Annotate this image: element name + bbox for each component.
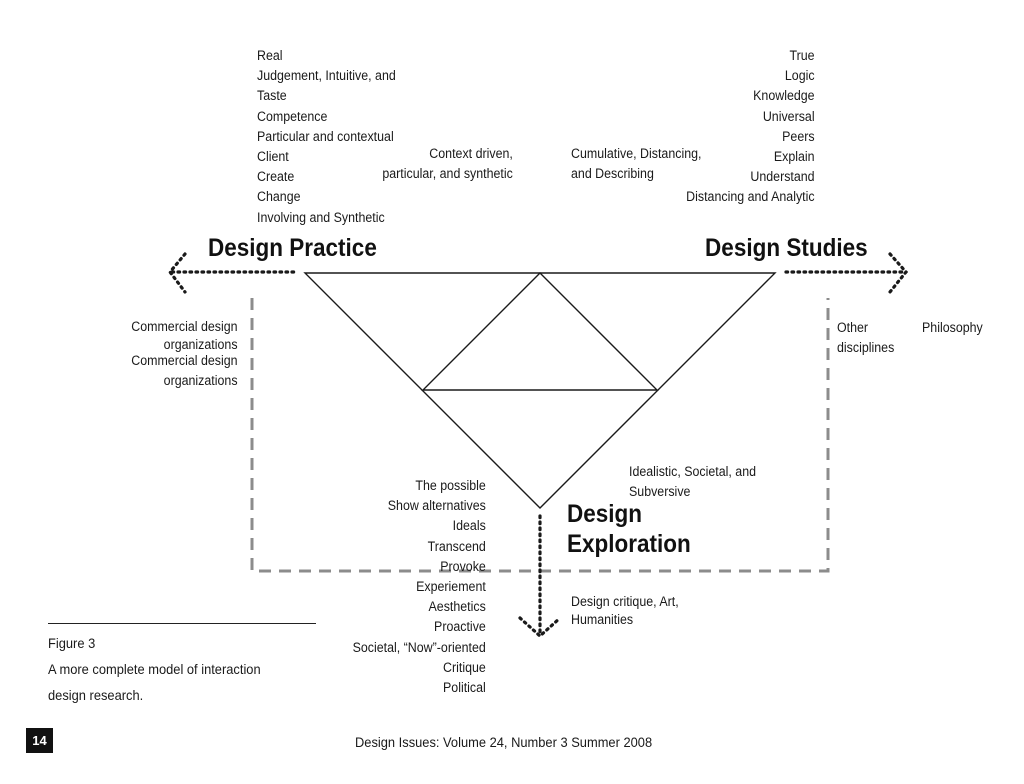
studies-inner-label: Cumulative, Distancing, and Describing <box>571 144 701 184</box>
practice-inner-label: Context driven, particular, and syntheti… <box>383 144 513 184</box>
heading-design-studies: Design Studies <box>705 234 868 262</box>
right-side-philosophy: Philosophy <box>922 320 983 335</box>
left-side-labels: Commercial design organizations Commerci… <box>132 318 238 390</box>
list-item: Idealistic, Societal, and <box>629 464 757 479</box>
heading-design-practice: Design Practice <box>208 234 377 262</box>
list-item: Context driven, <box>429 146 513 161</box>
list-item: Experiement <box>416 579 486 595</box>
right-side-other-disciplines: Other disciplines <box>837 318 894 358</box>
list-item: and Describing <box>571 166 654 182</box>
heading-design-exploration: Design Exploration <box>567 499 691 559</box>
list-item: Humanities <box>571 612 634 627</box>
list-item: Societal, “Now”-oriented <box>352 639 486 655</box>
list-item: Ideals <box>452 518 486 534</box>
journal-footer: Design Issues: Volume 24, Number 3 Summe… <box>355 734 653 750</box>
list-item: Proactive <box>434 619 486 635</box>
list-item: Understand <box>750 169 815 185</box>
list-item: Logic <box>785 68 815 84</box>
list-item: Peers <box>782 128 815 144</box>
list-item: Universal <box>763 108 815 124</box>
list-item: Distancing and Analytic <box>686 189 815 205</box>
list-item: Involving and Synthetic <box>257 209 385 225</box>
list-item: Change <box>257 189 301 205</box>
page-number-badge: 14 <box>26 728 53 753</box>
exploration-arrow-head <box>518 616 562 639</box>
practice-attribute-list: Real Judgement, Intuitive, and Taste Com… <box>257 46 396 228</box>
list-item: Create <box>257 169 295 185</box>
studies-attribute-list: True Logic Knowledge Universal Peers Exp… <box>687 46 815 208</box>
caption-label: Figure 3 <box>48 635 96 651</box>
list-item: disciplines <box>837 340 895 356</box>
list-item: organizations <box>164 373 238 388</box>
exploration-attribute-list: The possible Show alternatives Ideals Tr… <box>353 476 486 698</box>
heading-line: Exploration <box>567 530 691 558</box>
list-item: Provoke <box>440 558 486 574</box>
list-item: Competence <box>257 108 328 124</box>
list-item: Design critique, Art, <box>571 594 679 609</box>
list-item: Real <box>257 48 283 63</box>
list-item: organizations <box>164 337 238 352</box>
caption-text: design research. <box>48 687 144 703</box>
list-item: Knowledge <box>753 88 815 104</box>
list-item: True <box>789 48 815 63</box>
list-item: Political <box>443 680 486 696</box>
list-item: Commercial design <box>131 353 238 368</box>
list-item: Aesthetics <box>428 599 486 615</box>
exploration-inner-label: Idealistic, Societal, and Subversive <box>629 462 756 502</box>
studies-arrow-head <box>888 252 909 294</box>
list-item: Explain <box>774 149 815 165</box>
figure-caption: Figure 3 A more complete model of intera… <box>48 630 261 708</box>
practice-arrow-head <box>167 252 187 294</box>
list-item: particular, and synthetic <box>382 166 513 182</box>
list-item: Judgement, Intuitive, and <box>257 68 396 84</box>
list-item: Subversive <box>629 484 691 500</box>
inner-triangle <box>421 272 659 391</box>
list-item: Transcend <box>427 538 486 554</box>
list-item: Critique <box>443 659 486 675</box>
list-item: Client <box>257 149 289 165</box>
caption-text: A more complete model of interaction <box>48 661 261 677</box>
list-item: Cumulative, Distancing, <box>571 146 702 161</box>
list-item: Taste <box>257 88 287 104</box>
list-item: Particular and contextual <box>257 128 394 144</box>
list-item: Other <box>837 320 869 335</box>
caption-rule <box>48 623 316 624</box>
exploration-outgoing-label: Design critique, Art, Humanities <box>571 593 679 629</box>
list-item: Commercial design <box>131 319 238 334</box>
list-item: Show alternatives <box>387 498 486 514</box>
heading-line: Design <box>567 500 643 528</box>
list-item: The possible <box>415 478 486 493</box>
